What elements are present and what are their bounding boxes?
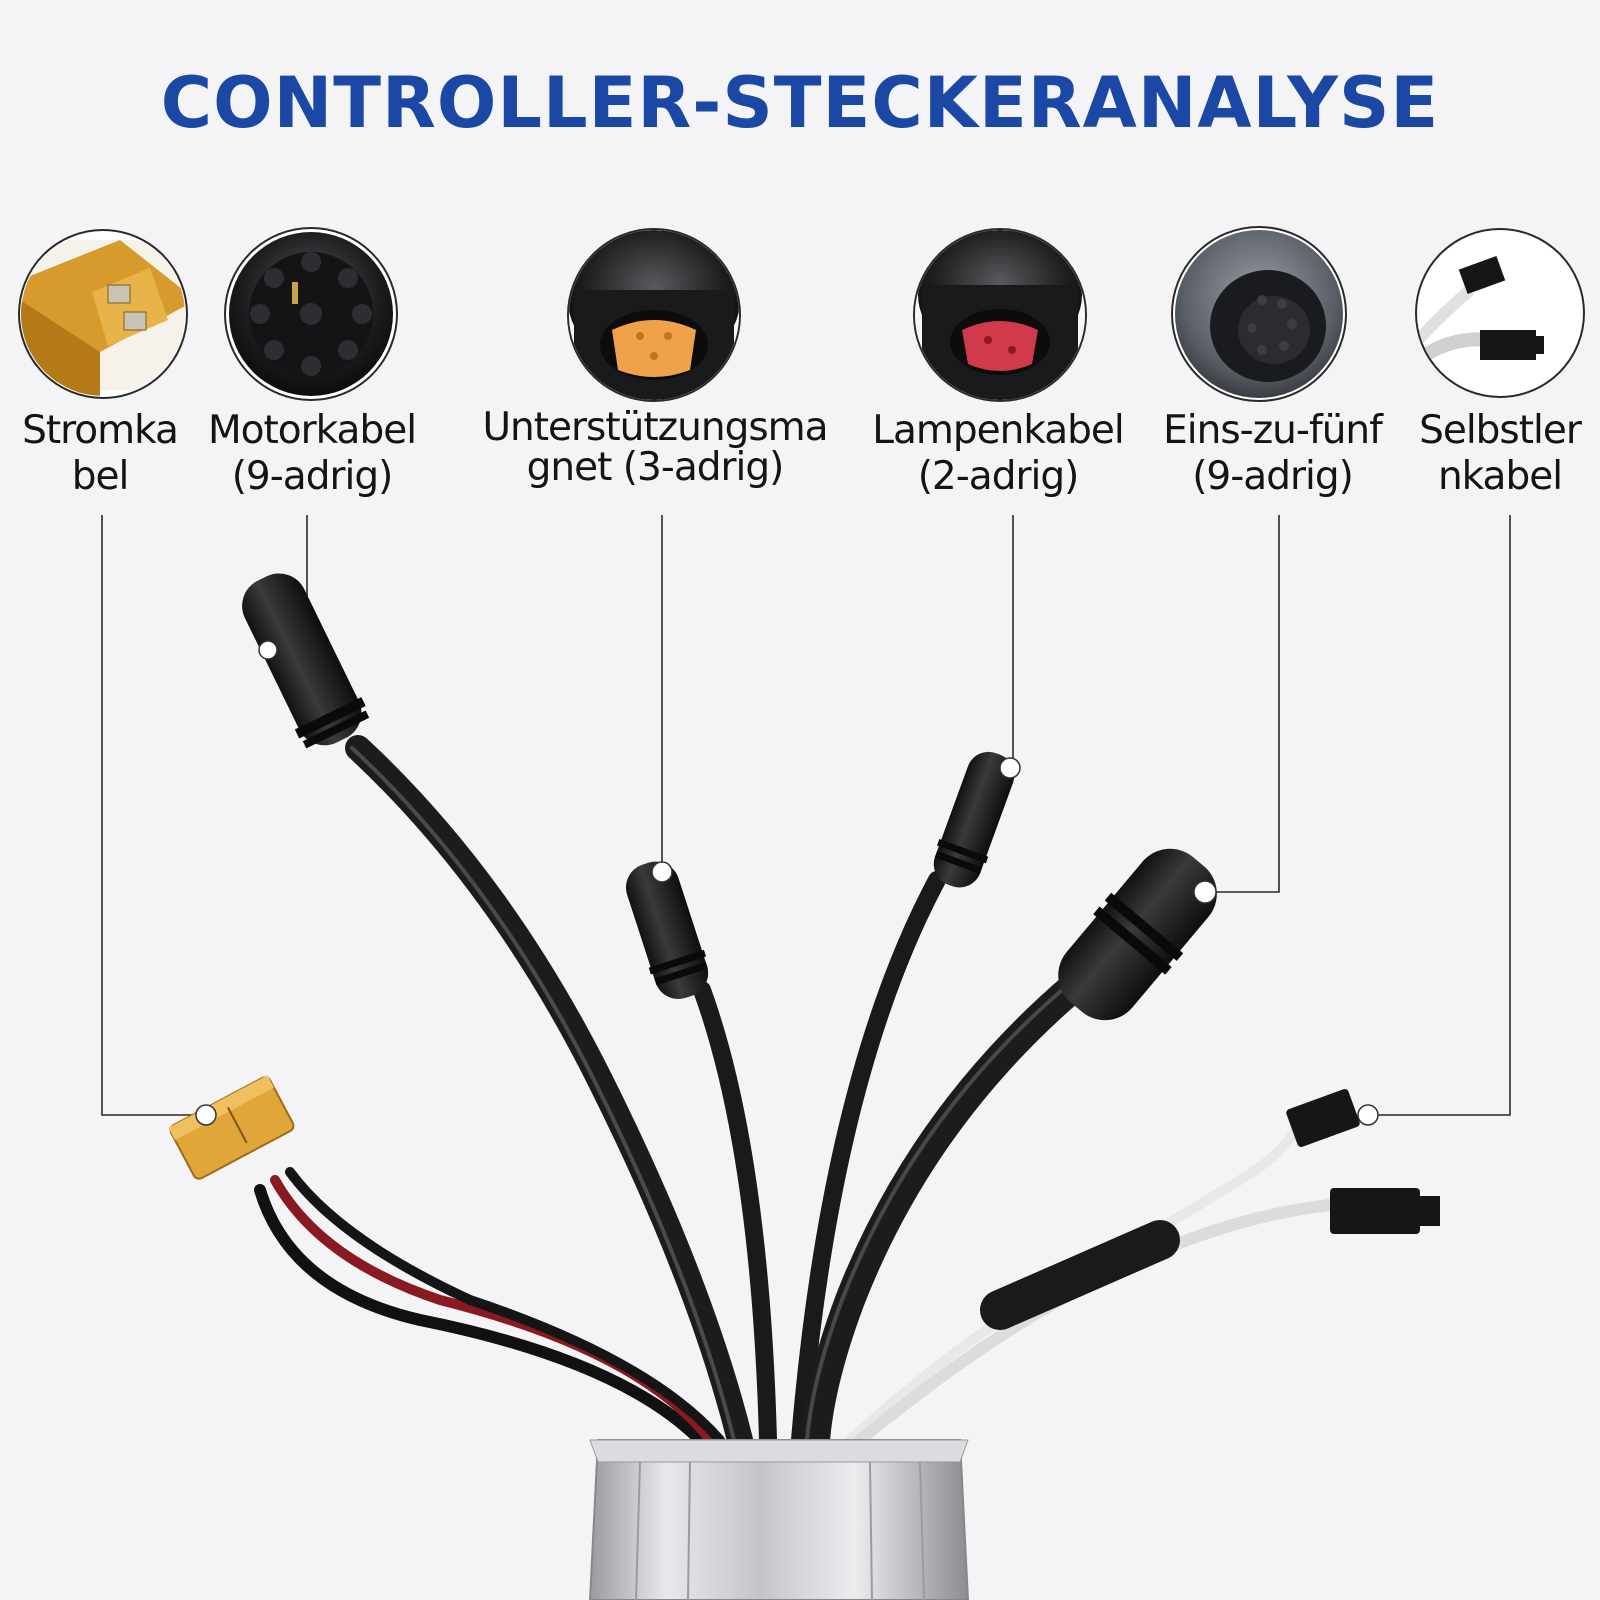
controller-housing: [588, 1439, 970, 1600]
xt60-plug-icon: [18, 229, 188, 399]
round-3pin-connector-icon: [567, 228, 741, 402]
round-9pin-gray-connector-icon: [1171, 226, 1347, 402]
label-lamp-cable-line1: Lampenkabel: [872, 408, 1124, 453]
marker-motor: [258, 640, 278, 660]
label-assist-magnet: Unterstützungsma gnet (3-adrig): [465, 408, 845, 488]
label-one-to-five-line2: (9-adrig): [1192, 454, 1354, 499]
label-self-learn-cable: Selbstler nkabel: [1405, 408, 1595, 500]
page-title: CONTROLLER-STECKERANALYSE: [160, 62, 1440, 144]
marker-self-learn: [1357, 1104, 1379, 1126]
label-lamp-cable: Lampenkabel (2-adrig): [858, 408, 1138, 500]
label-lamp-cable-line2: (2-adrig): [917, 454, 1080, 499]
label-one-to-five: Eins-zu-fünf (9-adrig): [1140, 408, 1405, 500]
leader-lines: [101, 515, 1511, 1116]
two-pin-jst-plug-icon: [1415, 228, 1585, 398]
label-self-learn-line1: Selbstler: [1419, 408, 1582, 453]
cable-bundle: [254, 735, 1336, 1455]
marker-one-to-five: [1193, 880, 1217, 904]
label-assist-magnet-line1: Unterstützungsma: [482, 405, 828, 450]
motor-plug: [242, 573, 370, 749]
label-motor-cable: Motorkabel (9-adrig): [182, 408, 442, 500]
label-power-cable-line1: Stromka: [22, 408, 179, 453]
lamp-plug: [933, 751, 1015, 888]
label-self-learn-line2: nkabel: [1437, 454, 1563, 499]
xt60-connector: [168, 1075, 295, 1180]
round-9pin-connector-icon: [224, 227, 398, 401]
marker-assist: [651, 861, 673, 883]
one-to-five-plug: [1058, 848, 1217, 1021]
marker-lamp: [999, 757, 1021, 779]
marker-power: [195, 1104, 217, 1126]
self-learn-plugs: [1286, 1089, 1440, 1234]
label-assist-magnet-line2: gnet (3-adrig): [526, 445, 785, 490]
label-one-to-five-line1: Eins-zu-fünf: [1163, 408, 1383, 453]
round-2pin-connector-icon: [913, 228, 1087, 402]
label-motor-cable-line1: Motorkabel: [207, 408, 417, 453]
label-motor-cable-line2: (9-adrig): [231, 454, 394, 499]
label-power-cable: Stromka bel: [0, 408, 200, 500]
label-power-cable-line2: bel: [71, 454, 130, 499]
assist-plug: [625, 861, 709, 999]
